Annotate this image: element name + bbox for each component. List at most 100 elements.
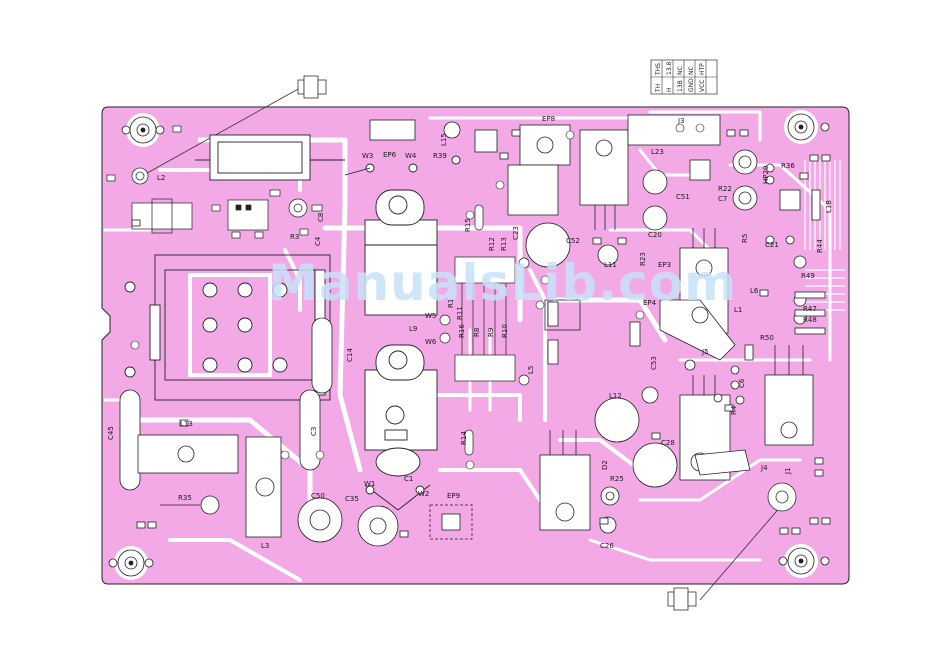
ref-W5: W5: [425, 312, 436, 320]
ref-C23: C23: [512, 226, 520, 240]
ref-C1: C1: [404, 475, 413, 483]
regulator-cluster-top: [369, 119, 668, 268]
reference-designators: L2 EP6 W3 W4 R39 L15 EP8 J3 L23 R36 HP20…: [107, 115, 833, 550]
ref-W3: W3: [362, 152, 373, 160]
connector-pin-legend: THS TH 13.8 H NC 13B NC GND HTP VCC: [650, 59, 718, 95]
ref-C20: C20: [648, 231, 662, 239]
component-cluster-left: [119, 317, 333, 538]
ref-R48: R48: [803, 316, 817, 324]
ref-L13: L13: [180, 420, 193, 428]
regulator-cluster-right: [627, 114, 831, 361]
ref-C8: C8: [317, 213, 325, 222]
ref-L1: L1: [734, 306, 742, 314]
ref-EP9: EP9: [447, 492, 460, 500]
ref-L2: L2: [157, 174, 165, 182]
mounting-holes: [108, 110, 830, 580]
pin-label: NC: [688, 66, 695, 75]
ref-R5: R5: [741, 234, 749, 243]
ref-J4: J4: [760, 464, 768, 472]
ref-C28: C28: [661, 439, 675, 447]
ref-R47: R47: [803, 305, 817, 313]
ref-L9: L9: [409, 325, 417, 333]
ref-R13: R13: [500, 237, 508, 251]
pin-label: 13B: [677, 80, 684, 92]
component-cluster-bottom-center: [131, 219, 473, 547]
ref-R36: R36: [781, 162, 795, 170]
pin-label: HTP: [699, 63, 706, 75]
ref-C14: C14: [346, 348, 354, 362]
ref-L3: L3: [261, 542, 269, 550]
pin-label: VCC: [699, 80, 706, 92]
ref-R50: R50: [760, 334, 774, 342]
ref-R25: R25: [610, 475, 624, 483]
mounting-hole-bottom-right: [778, 544, 830, 578]
mounting-hole-bottom-left: [108, 546, 154, 580]
ref-L18: L18: [825, 200, 833, 213]
regulator-cluster-bottom: [539, 299, 831, 535]
ref-EP6: EP6: [383, 151, 397, 159]
ref-J3: J3: [677, 117, 685, 125]
ref-EP8: EP8: [542, 115, 555, 123]
ref-R35: R35: [178, 494, 192, 502]
ref-R39: R39: [433, 152, 447, 160]
power-transistor-upper: [344, 155, 461, 316]
watermark: ManualsLib.com: [268, 254, 737, 312]
ref-HP20: HP20: [762, 166, 770, 184]
lead-probe-bottom: [667, 482, 797, 611]
ref-R8: R8: [473, 328, 481, 337]
pin-label: THS: [655, 63, 662, 76]
ref-R11: R11: [456, 306, 464, 320]
ref-R12: R12: [488, 237, 496, 251]
ref-W1: W1: [364, 480, 375, 488]
pin-label: NC: [677, 66, 684, 75]
ref-L11: L11: [604, 261, 617, 269]
ref-R4: R4: [730, 405, 738, 415]
ref-R22: R22: [718, 185, 732, 193]
ref-EP3: EP3: [658, 261, 671, 269]
ref-C26: C26: [600, 542, 614, 550]
lead-probe-top: [131, 75, 327, 185]
ref-W2: W2: [418, 490, 429, 498]
ref-R3: R3: [290, 233, 299, 241]
ref-L6: L6: [750, 287, 759, 295]
pin-label: GND: [688, 78, 695, 92]
ref-C7: C7: [718, 195, 727, 203]
ref-R10: R10: [501, 324, 509, 338]
ref-C21: C21: [765, 241, 779, 249]
ref-R1: R1: [447, 299, 455, 308]
resistor-bank: [439, 204, 530, 456]
pin-label: H: [666, 87, 673, 92]
ref-L12: L12: [609, 392, 622, 400]
ref-EP4: EP4: [643, 299, 657, 307]
ref-C35: C35: [345, 495, 359, 503]
ref-C52: C52: [566, 237, 580, 245]
ref-R49: R49: [801, 272, 815, 280]
ref-C53: C53: [650, 356, 658, 370]
transformer-block: [124, 254, 331, 401]
ref-R9: R9: [487, 328, 495, 337]
fuse-holder: [195, 134, 345, 181]
ref-L5: L5: [527, 366, 535, 374]
ref-R23: R23: [639, 252, 647, 266]
ref-R15: R15: [464, 218, 472, 232]
ref-R16: R16: [458, 324, 466, 338]
power-transistor-lower: [364, 344, 438, 511]
ref-W6: W6: [425, 338, 437, 346]
mounting-hole-top-left: [121, 113, 165, 147]
component-pads: [130, 123, 705, 470]
mounting-hole-top-right: [784, 110, 830, 144]
ref-R44: R44: [816, 239, 824, 253]
ref-C50: C50: [311, 492, 325, 500]
ref-J5: J5: [701, 348, 709, 356]
ref-C51: C51: [676, 193, 690, 201]
component-cluster-top-left: [106, 125, 323, 239]
ref-C4: C4: [314, 236, 322, 246]
ref-L23: L23: [651, 148, 664, 156]
pin-label: TH: [655, 84, 662, 93]
ref-C45: C45: [107, 426, 115, 440]
ref-W4: W4: [405, 152, 417, 160]
ref-D2: D2: [601, 460, 609, 470]
ref-C6: C6: [738, 378, 746, 388]
ref-R14: R14: [460, 431, 468, 445]
ref-C3: C3: [310, 427, 318, 436]
